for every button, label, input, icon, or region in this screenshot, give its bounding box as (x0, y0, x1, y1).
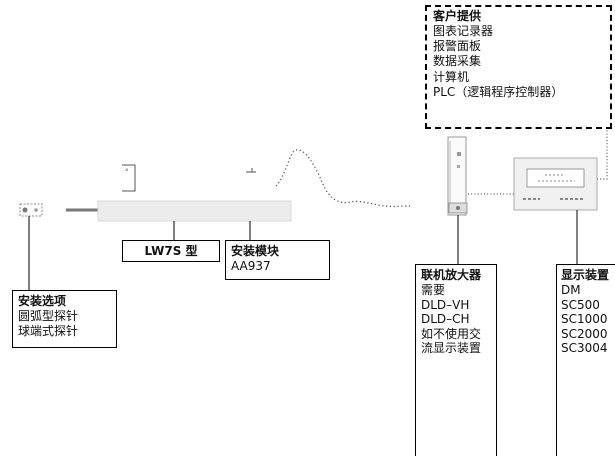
mounting-module-box: 安装模块 AA937 (225, 240, 330, 280)
amplifier-item: DLD–CH (421, 312, 470, 326)
mounting-option-item: 圆弧型探针 (18, 309, 79, 323)
mounting-module-title: 安装模块 (231, 244, 280, 258)
display-item: SC1000 (561, 312, 608, 326)
customer-item: 计算机 (433, 69, 470, 84)
svg-text:°: ° (125, 168, 129, 176)
display-item: SC500 (561, 297, 600, 312)
customer-item: 数据采集 (433, 54, 482, 69)
mounting-module-part: AA937 (231, 259, 271, 273)
customer-supplied-title: 客户提供 (433, 9, 482, 23)
amplifier-box: 联机放大器 需要 DLD–VH DLD–CH 如不使用交 流显示装置 (415, 264, 497, 456)
customer-item: PLC（逻辑程序控制器） (433, 84, 564, 99)
customer-supplied-box: 客户提供 图表记录器 报警面板 数据采集 计算机 PLC（逻辑程序控制器） (425, 5, 612, 129)
display-item: SC2000 (561, 326, 608, 341)
amplifier-illustration (447, 136, 468, 216)
probe-tip-illustration (19, 203, 43, 217)
probe-body (97, 200, 292, 222)
mounting-bracket (122, 164, 136, 192)
cable-mark (246, 168, 256, 173)
customer-item: 图表记录器 (433, 24, 494, 38)
display-unit-illustration (513, 157, 598, 211)
probe-cable (275, 149, 411, 208)
mounting-option-item: 球端式探针 (18, 323, 79, 338)
mounting-options-title: 安装选项 (18, 294, 67, 308)
display-item: SC3004 (561, 341, 608, 355)
amplifier-item: DLD–VH (421, 297, 470, 312)
probe-model-label: LW7S 型 (122, 240, 220, 262)
amplifier-item: 流显示装置 (421, 341, 482, 355)
amplifier-item: 需要 (421, 283, 446, 297)
amplifier-title: 联机放大器 (421, 268, 482, 282)
display-title: 显示装置 (561, 268, 610, 282)
display-item: DM (561, 283, 581, 297)
display-box: 显示装置 DM SC500 SC1000 SC2000 SC3004 (556, 264, 615, 456)
mounting-options-box: 安装选项 圆弧型探针 球端式探针 (12, 290, 117, 348)
amplifier-item: 如不使用交 (421, 326, 482, 341)
customer-item: 报警面板 (433, 39, 482, 54)
